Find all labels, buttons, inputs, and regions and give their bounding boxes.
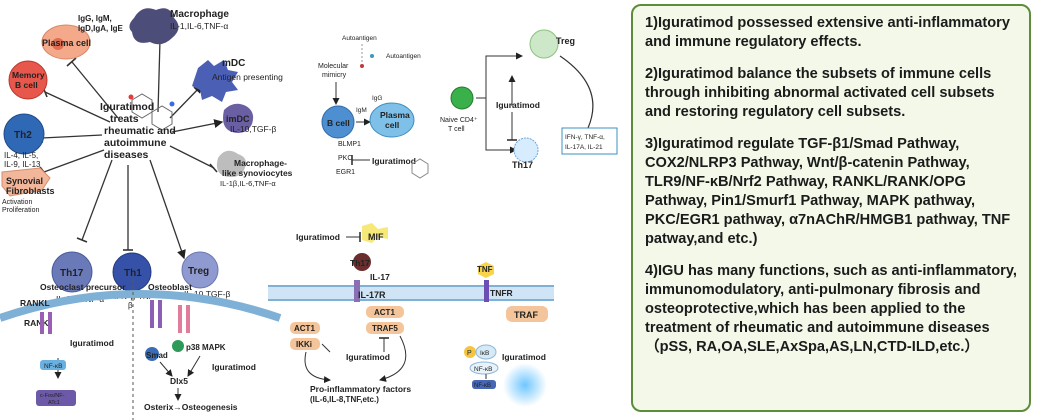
memory-b-label-2: B cell (15, 80, 38, 90)
autoantigen-left: Autoantigen (342, 35, 377, 42)
synoviocytes-cytokines: IL-1β,IL-6,TNF-α (220, 179, 276, 188)
molecular-mimicry-2: mimicry (322, 72, 347, 79)
nfkb2-e-label: NF-κB (474, 383, 491, 389)
ig-label-1: IgG, IgM, (78, 14, 112, 23)
osteogenesis-label: Osterix→Osteogenesis (144, 402, 238, 412)
drug-d-left: Iguratimod (70, 338, 114, 348)
smad-label: Smad (146, 351, 168, 360)
traf5-label: TRAF5 (372, 324, 398, 333)
th1-cytokines-2: β (128, 301, 133, 310)
ikki-label: IKKi (296, 340, 312, 349)
panel-il17-tnf: Iguratimod MIF Th17 IL-17 IL-17R ACT1 IK… (268, 223, 554, 407)
imdc-cytokines: IL-10,TGF-β (230, 124, 277, 134)
treg-label: Treg (188, 266, 209, 277)
act1-right: ACT1 (374, 308, 395, 317)
c-cytokines-2: IL-17A, IL-21 (565, 144, 603, 151)
il17r-label: IL-17R (358, 290, 386, 300)
rankl-label: RANKL (20, 298, 50, 308)
nfatc1-1: c-Fos/NF- (40, 393, 65, 399)
igm-label: IgM (356, 107, 367, 114)
panel-immune-cells: Plasma cell IgG, IgM, IgD,IgA, IgE Memor… (1, 8, 293, 310)
factors-1: Pro-inflammatory factors (310, 384, 411, 394)
th17-c-label: Th17 (512, 160, 533, 170)
panel-bone: Osteoclast precursor RANKL RANK Iguratim… (0, 280, 282, 420)
drug-d-right: Iguratimod (212, 362, 256, 372)
macrophage-label: Macrophage (170, 9, 229, 20)
panel-t-cell: Naive CD4⁺ T cell Treg Iguratimod Th17 I… (440, 29, 618, 170)
center-line-5: diseases (104, 149, 149, 161)
nfatc1-2: ATc1 (48, 400, 60, 406)
factors-2: (IL-6,IL-8,TNF,etc.) (310, 395, 379, 404)
naive-label-1: Naive CD4⁺ (440, 117, 478, 124)
th1-label: Th1 (124, 268, 142, 279)
synoviocytes-label-1: Macrophage- (234, 158, 287, 168)
summary-item-4: 4)IGU has many functions, such as anti-i… (645, 263, 1017, 355)
treg-c-label: Treg (556, 36, 575, 46)
memory-b-label-1: Memory (12, 70, 45, 80)
ikb-label: IκB (480, 350, 489, 357)
macrophage-cytokines: IL-1,IL-6,TNF-α (170, 21, 228, 31)
synovial-label-2: Fibroblasts (6, 186, 55, 196)
egr1-label: EGR1 (336, 169, 355, 176)
drug-e-right: Iguratimod (502, 352, 546, 362)
plasma-b-2: cell (385, 120, 399, 130)
mechanism-diagram: Plasma cell IgG, IgM, IgD,IgA, IgE Memor… (0, 8, 618, 420)
summary-item-1: 1)Iguratimod possessed extensive anti-in… (645, 15, 1010, 50)
mdc-label: mDC (222, 58, 245, 69)
blmp1-label: BLMP1 (338, 141, 361, 148)
summary-item-2: 2)Iguratimod balance the subsets of immu… (645, 66, 995, 120)
center-line-1: Iguratimod (100, 101, 154, 113)
traf-label: TRAF (514, 310, 538, 320)
act1-left: ACT1 (294, 324, 315, 333)
b-cell-label: B cell (327, 118, 350, 128)
drug-mif-label: Iguratimod (296, 232, 340, 242)
center-line-2: treats (110, 113, 139, 125)
summary-item-3: 3)Iguratimod regulate TGF-β1/Smad Pathwa… (645, 136, 1011, 247)
drug-c-label: Iguratimod (496, 100, 540, 110)
synovial-effect-1: Activation (2, 199, 32, 206)
plasma-cell-label: Plasma cell (42, 38, 91, 48)
dlx5-label: Dlx5 (170, 376, 188, 386)
synovial-label-1: Synovial (6, 176, 43, 186)
th2-label: Th2 (14, 130, 32, 141)
nfkb-e-label: NF-κB (474, 366, 492, 373)
imdc-label: imDC (226, 114, 250, 124)
th17-label: Th17 (60, 268, 84, 279)
naive-label-2: T cell (448, 126, 465, 133)
tnfr-label: TNFR (490, 288, 513, 298)
tnf-label: TNF (477, 265, 493, 274)
synoviocytes-label-2: like synoviocytes (222, 168, 293, 178)
panel-b-cell: Autoantigen Autoantigen Molecular mimicr… (318, 35, 429, 179)
c-cytokines-1: IFN-γ, TNF-α, (565, 134, 605, 141)
treg-cytokines: IL-10,TGF-β (184, 289, 231, 299)
autoantigen-right: Autoantigen (386, 53, 421, 60)
center-line-3: rheumatic and (104, 125, 176, 137)
ig-label-2: IgD,IgA, IgE (78, 24, 124, 33)
summary-box: 1)Iguratimod possessed extensive anti-in… (631, 4, 1031, 412)
synovial-effect-2: Proliferation (2, 207, 39, 214)
rank-label: RANK (24, 318, 49, 328)
th17-e-label: Th17 (350, 258, 370, 268)
mdc-function: Antigen presenting (212, 72, 283, 82)
p-label: P (467, 350, 472, 357)
plasma-b-1: Plasma (380, 110, 410, 120)
p38-label: p38 MAPK (186, 343, 226, 352)
igg-label: IgG (372, 95, 382, 102)
th2-cytokines-2: IL-9, IL-13 (4, 160, 41, 169)
drug-b-label: Iguratimod (372, 156, 416, 166)
mif-label: MIF (368, 232, 384, 242)
osteoclast-precursor: Osteoclast precursor (40, 282, 126, 292)
pkc-label: PKC (338, 155, 352, 162)
nfkb-d-label: NF-κB (44, 363, 62, 370)
osteoblast-label: Osteoblast (148, 282, 192, 292)
center-line-4: autoimmune (104, 137, 167, 149)
drug-e-center: Iguratimod (346, 352, 390, 362)
th2-cytokines-1: IL-4, IL-5, (4, 151, 38, 160)
molecular-mimicry-1: Molecular (318, 63, 349, 70)
il17-label: IL-17 (370, 272, 390, 282)
